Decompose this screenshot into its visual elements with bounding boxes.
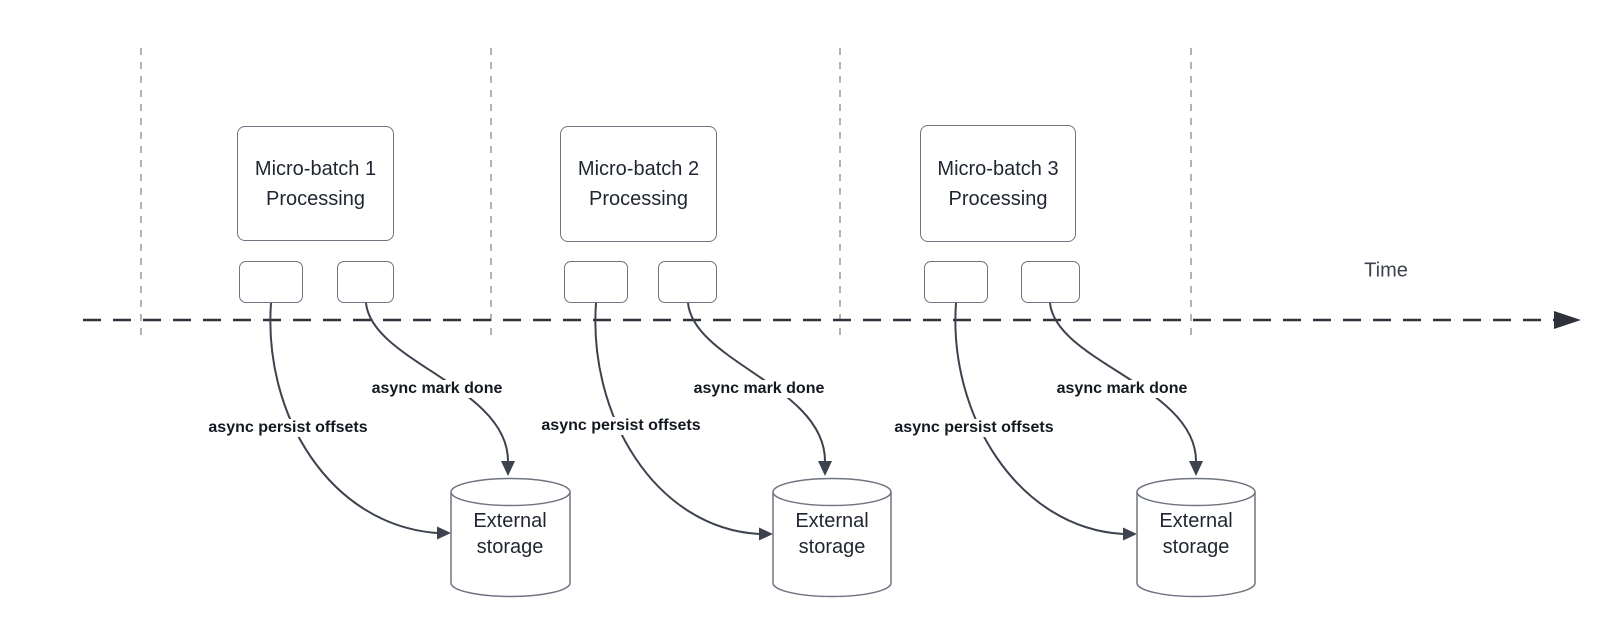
batch-2-connectors bbox=[594, 302, 832, 541]
batch-1-connectors bbox=[269, 302, 515, 540]
mark-done-arrow-3 bbox=[1049, 302, 1197, 462]
external-storage-label-2: External storage bbox=[795, 510, 869, 558]
external-storage-cylinder-2 bbox=[772, 477, 892, 598]
persist-offsets-label-1: async persist offsets bbox=[205, 419, 371, 437]
mark-done-label-3: async mark done bbox=[1053, 380, 1191, 398]
external-storage-cylinder-1 bbox=[450, 477, 571, 598]
batch-3-offset-task-box bbox=[924, 261, 988, 303]
persist-offsets-arrowhead-icon-3 bbox=[1123, 527, 1137, 541]
timeline-arrowhead-icon bbox=[1554, 311, 1581, 329]
batch-2-offset-task-box bbox=[564, 261, 628, 303]
persist-offsets-arrow-1 bbox=[269, 302, 438, 534]
batch-3-connectors bbox=[954, 302, 1203, 541]
micro-batch-3-box: Micro-batch 3 Processing bbox=[920, 125, 1076, 242]
persist-offsets-arrowhead-icon-2 bbox=[759, 527, 773, 541]
mark-done-label-1: async mark done bbox=[368, 380, 506, 398]
batch-1-offset-task-box bbox=[239, 261, 303, 303]
external-storage-label-1: External storage bbox=[473, 510, 547, 558]
batch-2-commit-task-box bbox=[658, 261, 717, 303]
time-guide-lines bbox=[140, 48, 1192, 338]
mark-done-arrowhead-icon-3 bbox=[1189, 461, 1203, 476]
mark-done-arrow-1 bbox=[365, 302, 509, 462]
persist-offsets-arrow-2 bbox=[594, 302, 760, 535]
cylinder-body-3 bbox=[1136, 492, 1256, 598]
batch-3-commit-task-box bbox=[1021, 261, 1080, 303]
mark-done-label-2: async mark done bbox=[690, 380, 828, 398]
cylinder-body-2 bbox=[772, 492, 892, 598]
persist-offsets-label-3: async persist offsets bbox=[891, 419, 1057, 437]
external-storage-cylinder-3 bbox=[1136, 477, 1256, 598]
persist-offsets-arrow-3 bbox=[954, 302, 1124, 535]
mark-done-arrow-2 bbox=[687, 302, 826, 462]
persist-offsets-label-2: async persist offsets bbox=[538, 417, 704, 435]
time-axis-label: Time bbox=[1364, 259, 1408, 282]
micro-batch-1-box: Micro-batch 1 Processing bbox=[237, 126, 394, 241]
cylinder-top-3 bbox=[1136, 477, 1256, 507]
cylinder-top-1 bbox=[450, 477, 571, 507]
mark-done-arrowhead-icon-1 bbox=[501, 461, 515, 476]
batch-1-commit-task-box bbox=[337, 261, 394, 303]
timeline-axis bbox=[83, 311, 1581, 329]
persist-offsets-arrowhead-icon-1 bbox=[437, 526, 451, 540]
external-storage-label-3: External storage bbox=[1159, 510, 1233, 558]
mark-done-arrowhead-icon-2 bbox=[818, 461, 832, 476]
cylinder-body-1 bbox=[450, 492, 571, 598]
micro-batch-2-box: Micro-batch 2 Processing bbox=[560, 126, 717, 242]
cylinder-top-2 bbox=[772, 477, 892, 507]
